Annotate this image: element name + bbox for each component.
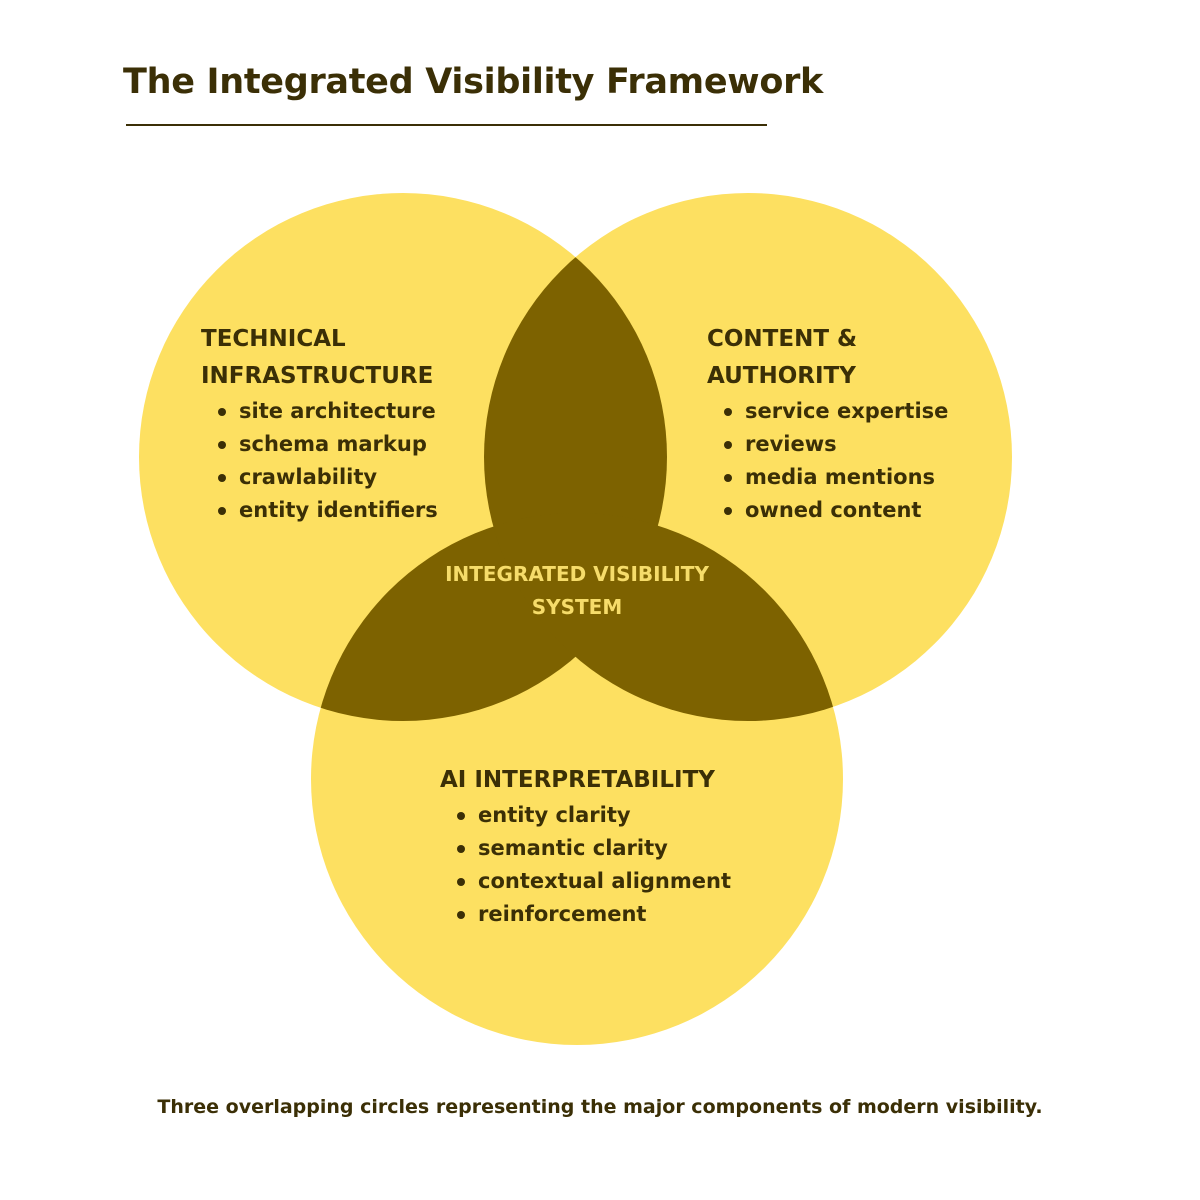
list-item: site architecture xyxy=(215,395,438,428)
technical-list: site architecture schema markup crawlabi… xyxy=(215,395,438,527)
list-item: crawlability xyxy=(215,461,438,494)
list-item: reviews xyxy=(721,428,948,461)
ai-list: entity clarity semantic clarity contextu… xyxy=(454,799,731,931)
page-title: The Integrated Visibility Framework xyxy=(123,62,824,102)
ai-heading: AI INTERPRETABILITY xyxy=(440,767,715,793)
caption: Three overlapping circles representing t… xyxy=(157,1096,1043,1118)
list-item: reinforcement xyxy=(454,898,731,931)
overlap-technical-ai xyxy=(311,513,667,721)
list-item: entity identifiers xyxy=(215,494,438,527)
title-underline xyxy=(126,124,767,126)
content-list: service expertise reviews media mentions… xyxy=(721,395,948,527)
content-heading: CONTENT & AUTHORITY xyxy=(707,326,858,389)
list-item: media mentions xyxy=(721,461,948,494)
technical-heading: TECHNICAL INFRASTRUCTURE xyxy=(201,326,434,389)
content-label: CONTENT & AUTHORITY service expertise re… xyxy=(707,321,948,527)
center-label: INTEGRATED VISIBILITY SYSTEM xyxy=(445,562,709,619)
list-item: contextual alignment xyxy=(454,865,731,898)
list-item: entity clarity xyxy=(454,799,731,832)
technical-label: TECHNICAL INFRASTRUCTURE site architectu… xyxy=(201,321,438,527)
list-item: semantic clarity xyxy=(454,832,731,865)
list-item: owned content xyxy=(721,494,948,527)
list-item: schema markup xyxy=(215,428,438,461)
ai-label: AI INTERPRETABILITY entity clarity seman… xyxy=(440,762,731,931)
list-item: service expertise xyxy=(721,395,948,428)
overlap-content-ai xyxy=(484,513,843,721)
